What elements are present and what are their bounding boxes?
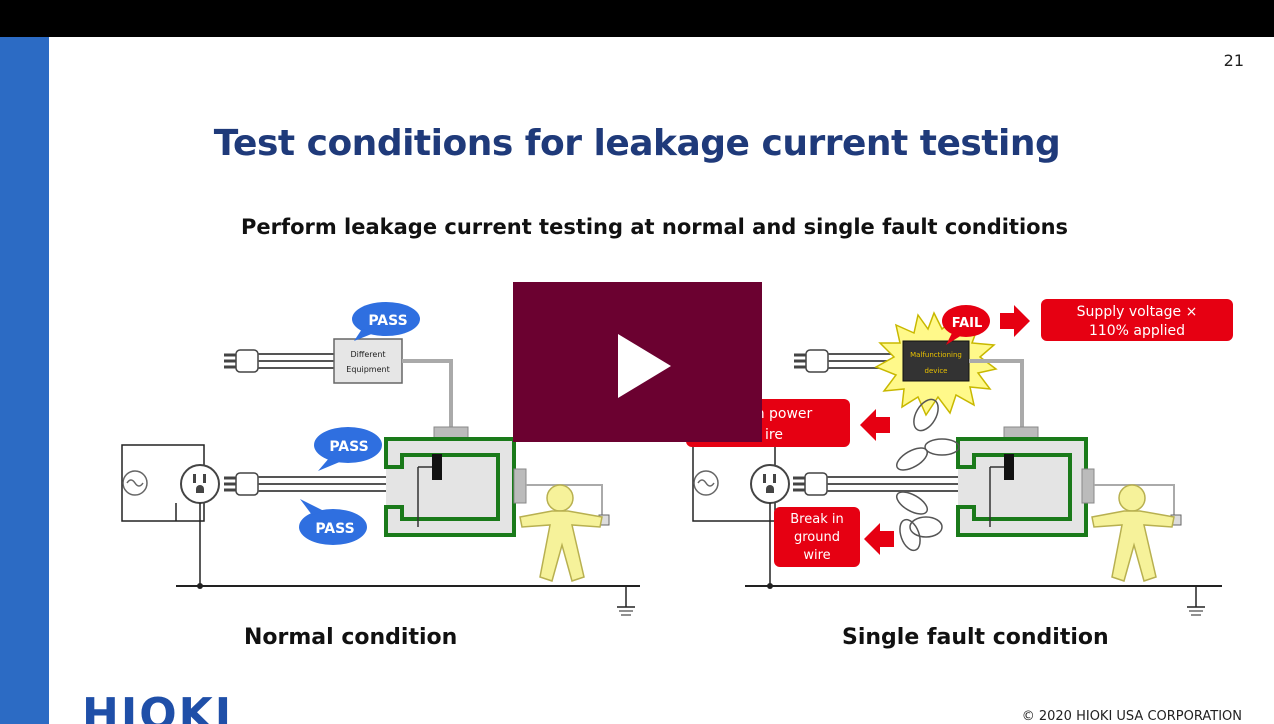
svg-text:PASS: PASS	[315, 521, 354, 537]
outlet-icon	[180, 464, 220, 504]
ground-symbol-icon	[1187, 586, 1205, 616]
svg-text:110% applied: 110% applied	[1089, 323, 1185, 339]
single-fault-caption: Single fault condition	[842, 625, 1109, 650]
svg-text:ground: ground	[794, 530, 840, 545]
equipment-label: Equipment	[346, 365, 389, 374]
slide-sidebar-accent	[0, 37, 49, 724]
wire-break-icon	[895, 398, 960, 471]
supply-voltage-callout	[1041, 299, 1233, 341]
slide-title: Test conditions for leakage current test…	[213, 123, 1061, 164]
arrow-left-icon	[860, 409, 890, 441]
svg-text:PASS: PASS	[368, 313, 407, 329]
person-icon	[519, 484, 603, 582]
person-icon	[1091, 484, 1175, 582]
copyright-text: © 2020 HIOKI USA CORPORATION	[1021, 709, 1242, 724]
svg-text:Malfunctioning: Malfunctioning	[910, 351, 962, 359]
outlet-icon	[750, 464, 790, 504]
svg-text:Supply voltage ×: Supply voltage ×	[1077, 304, 1198, 320]
pass-bubble: PASS	[314, 427, 382, 471]
page-number: 21	[1223, 51, 1244, 70]
plug-icon	[224, 472, 259, 496]
video-top-bar	[0, 0, 1274, 37]
svg-text:ire: ire	[765, 427, 783, 443]
ground-symbol-icon	[617, 586, 635, 616]
pass-bubble: PASS	[299, 499, 367, 545]
wire-break-icon	[895, 491, 943, 552]
fail-bubble: FAIL	[942, 305, 990, 345]
svg-text:PASS: PASS	[329, 439, 368, 455]
plug-icon	[793, 472, 828, 496]
slide: 21 Test conditions for leakage current t…	[0, 37, 1274, 724]
svg-text:n power: n power	[756, 406, 813, 422]
arrow-left-icon	[864, 523, 894, 555]
component	[432, 454, 442, 480]
svg-text:wire: wire	[803, 548, 830, 563]
arrow-right-icon	[1000, 305, 1030, 337]
pass-bubble: PASS	[352, 302, 420, 341]
equipment-label: Different	[350, 350, 385, 359]
equipment-box	[333, 338, 403, 384]
single-fault-diagram: Malfunctioning device	[686, 299, 1233, 616]
play-icon	[618, 334, 671, 398]
slide-subtitle: Perform leakage current testing at norma…	[240, 215, 1069, 239]
hioki-logo: HIOKI	[82, 693, 234, 724]
plug-icon	[224, 349, 259, 373]
side-connector	[513, 468, 527, 504]
svg-text:FAIL: FAIL	[952, 316, 983, 331]
leakage-diagram: Different Equipment	[121, 299, 1233, 616]
malfunctioning-device	[902, 340, 970, 382]
normal-condition-diagram: Different Equipment	[121, 302, 640, 616]
plug-icon	[794, 349, 829, 373]
svg-text:device: device	[925, 367, 948, 375]
ground-wire-callout	[774, 507, 860, 567]
normal-condition-caption: Normal condition	[244, 625, 458, 650]
video-play-button[interactable]	[513, 282, 762, 442]
svg-text:Break in: Break in	[790, 512, 843, 527]
